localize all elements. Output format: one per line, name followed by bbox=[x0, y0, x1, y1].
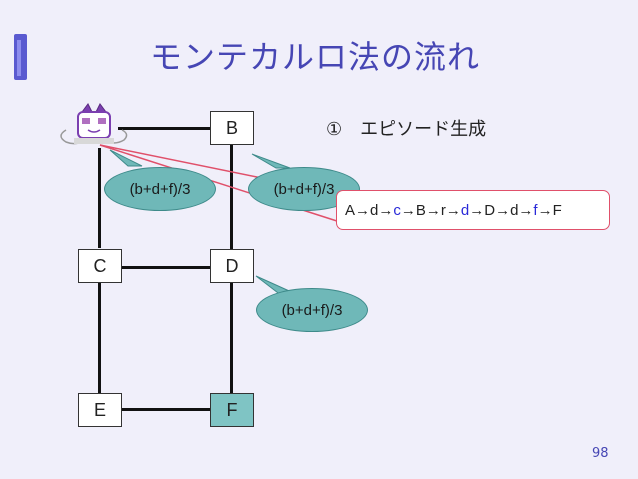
node-c: C bbox=[78, 249, 122, 283]
episode-callout: A→d→c→B→r→d→D→d→f→F bbox=[336, 190, 610, 230]
episode-token: d bbox=[460, 201, 470, 219]
episode-token: d bbox=[370, 201, 379, 219]
episode-arrow: → bbox=[378, 201, 394, 219]
episode-token: D bbox=[484, 201, 496, 219]
edge-c-e bbox=[98, 283, 101, 393]
episode-token: A bbox=[345, 201, 356, 219]
agent-character-icon bbox=[60, 103, 128, 145]
node-d: D bbox=[210, 249, 254, 283]
episode-arrow: → bbox=[518, 201, 534, 219]
node-f: F bbox=[210, 393, 254, 427]
edge-a-b bbox=[118, 127, 210, 130]
edge-b-d bbox=[230, 145, 233, 249]
episode-arrow: → bbox=[495, 201, 511, 219]
node-e: E bbox=[78, 393, 122, 427]
episode-token: f bbox=[533, 201, 538, 219]
value-bubble-d: (b+d+f)/3 bbox=[256, 288, 368, 332]
episode-token: B bbox=[415, 201, 426, 219]
page-title: モンテカルロ法の流れ bbox=[150, 38, 481, 76]
episode-arrow: → bbox=[537, 201, 553, 219]
edge-a-c bbox=[98, 148, 101, 248]
page-number: 98 bbox=[592, 446, 609, 461]
episode-token: F bbox=[552, 201, 562, 219]
episode-arrow: → bbox=[425, 201, 441, 219]
edge-e-f bbox=[120, 408, 210, 411]
episode-token: c bbox=[393, 201, 401, 219]
episode-arrow: → bbox=[445, 201, 461, 219]
episode-token: r bbox=[440, 201, 446, 219]
edge-c-d bbox=[120, 266, 210, 269]
episode-arrow: → bbox=[400, 201, 416, 219]
episode-arrow: → bbox=[355, 201, 371, 219]
episode-token: d bbox=[510, 201, 519, 219]
title-accent-highlight bbox=[17, 40, 21, 76]
episode-arrow: → bbox=[469, 201, 485, 219]
step-label: ① エピソード生成 bbox=[326, 119, 487, 140]
value-bubble-a: (b+d+f)/3 bbox=[104, 167, 216, 211]
episode-sequence: A→d→c→B→r→d→D→d→f→F bbox=[345, 202, 562, 219]
node-b: B bbox=[210, 111, 254, 145]
edge-d-f bbox=[230, 283, 233, 393]
